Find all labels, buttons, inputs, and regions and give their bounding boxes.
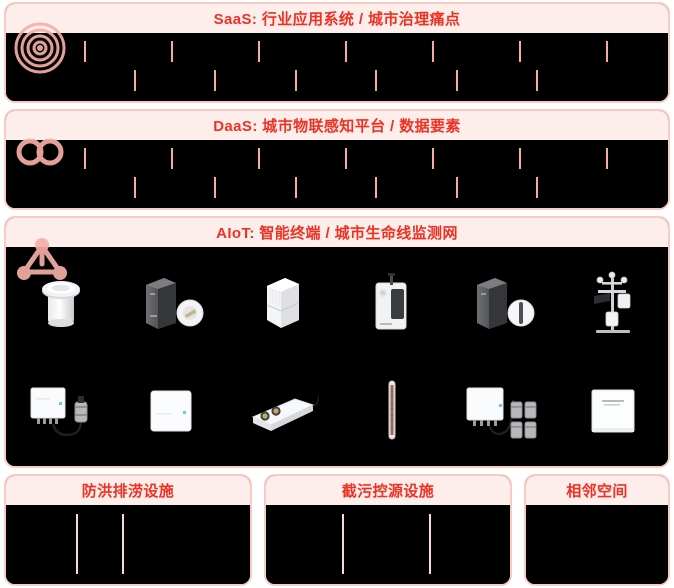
layer-body-aiot — [6, 247, 668, 466]
layer-panel-aiot[interactable]: AIoT: 智能终端 / 城市生命线监测网 — [4, 216, 670, 468]
tick-mark — [606, 41, 608, 62]
device-wall-mounted-monitor[interactable] — [337, 247, 447, 357]
tick-mark — [294, 177, 297, 198]
saas-tick-row-2 — [6, 70, 668, 91]
bottom-title-adjacent-space: 相邻空间 — [566, 483, 628, 500]
bottom-panel-adjacent-space[interactable]: 相邻空间 — [524, 474, 670, 586]
daas-tick-row-2 — [6, 177, 668, 198]
tick-mark — [345, 148, 347, 169]
tick-mark — [536, 177, 539, 198]
tick-mark — [134, 70, 136, 91]
bottom-header-adjacent-space: 相邻空间 — [526, 476, 668, 505]
tick-mark — [84, 148, 86, 169]
tick-mark — [214, 177, 217, 198]
tick-mark — [455, 177, 458, 198]
device-white-cube-controller[interactable] — [227, 247, 337, 357]
layer-header-aiot: AIoT: 智能终端 / 城市生命线监测网 — [6, 218, 668, 247]
layer-header-daas: DaaS: 城市物联感知平台 / 数据要素 — [6, 111, 668, 140]
bottom-body-sewage-control — [266, 505, 510, 584]
column-divider — [122, 514, 124, 574]
tick-mark — [455, 70, 458, 91]
device-gas-detector-with-smoke-sensor[interactable] — [116, 247, 226, 357]
device-inline-flow-meter[interactable] — [227, 357, 337, 467]
device-square-panel-sensor[interactable] — [116, 357, 226, 467]
tick-mark — [134, 177, 136, 198]
tick-mark — [258, 148, 260, 169]
device-manhole-cover-sensor[interactable] — [6, 247, 116, 357]
bottom-body-flood-drainage — [6, 505, 250, 584]
device-multi-probe-controller[interactable] — [447, 357, 557, 467]
saas-tick-row-1 — [6, 41, 668, 62]
column-divider — [429, 514, 431, 574]
tick-mark — [214, 70, 217, 91]
bottom-title-flood-drainage: 防洪排涝设施 — [81, 483, 175, 500]
tick-mark — [171, 41, 173, 62]
tick-mark — [519, 148, 521, 169]
column-divider — [76, 514, 78, 574]
tick-mark — [294, 70, 297, 91]
tick-mark — [432, 41, 434, 62]
bottom-header-sewage-control: 截污控源设施 — [266, 476, 510, 505]
layer-title-saas: SaaS: 行业应用系统 / 城市治理痛点 — [213, 11, 461, 28]
tick-mark — [375, 70, 378, 91]
layer-title-daas: DaaS: 城市物联感知平台 / 数据要素 — [213, 118, 461, 135]
bottom-panel-flood-drainage[interactable]: 防洪排涝设施 — [4, 474, 252, 586]
layer-title-aiot: AIoT: 智能终端 / 城市生命线监测网 — [216, 225, 458, 242]
bottom-panel-sewage-control[interactable]: 截污控源设施 — [264, 474, 512, 586]
tick-mark — [345, 41, 347, 62]
layer-panel-daas[interactable]: DaaS: 城市物联感知平台 / 数据要素 — [4, 109, 670, 210]
device-grid — [6, 247, 668, 466]
tick-mark — [375, 177, 378, 198]
layer-panel-saas[interactable]: SaaS: 行业应用系统 / 城市治理痛点 — [4, 2, 670, 103]
layer-body-saas — [6, 33, 668, 101]
layer-body-daas — [6, 140, 668, 208]
layer-header-saas: SaaS: 行业应用系统 / 城市治理痛点 — [6, 4, 668, 33]
bottom-title-sewage-control: 截污控源设施 — [341, 483, 435, 500]
tick-mark — [258, 41, 260, 62]
device-labeled-white-panel[interactable] — [558, 357, 668, 467]
tick-mark — [536, 70, 539, 91]
tick-mark — [432, 148, 434, 169]
tick-mark — [171, 148, 173, 169]
tick-mark — [519, 41, 521, 62]
tick-mark — [606, 148, 608, 169]
device-dark-tower-with-probe[interactable] — [447, 247, 557, 357]
device-rain-gauge-stick[interactable] — [337, 357, 447, 467]
device-level-gauge-transmitter[interactable] — [6, 357, 116, 467]
column-divider — [342, 514, 344, 574]
bottom-body-adjacent-space — [526, 505, 668, 584]
tick-mark — [84, 41, 86, 62]
device-weather-station[interactable] — [558, 247, 668, 357]
bottom-header-flood-drainage: 防洪排涝设施 — [6, 476, 250, 505]
daas-tick-row-1 — [6, 148, 668, 169]
